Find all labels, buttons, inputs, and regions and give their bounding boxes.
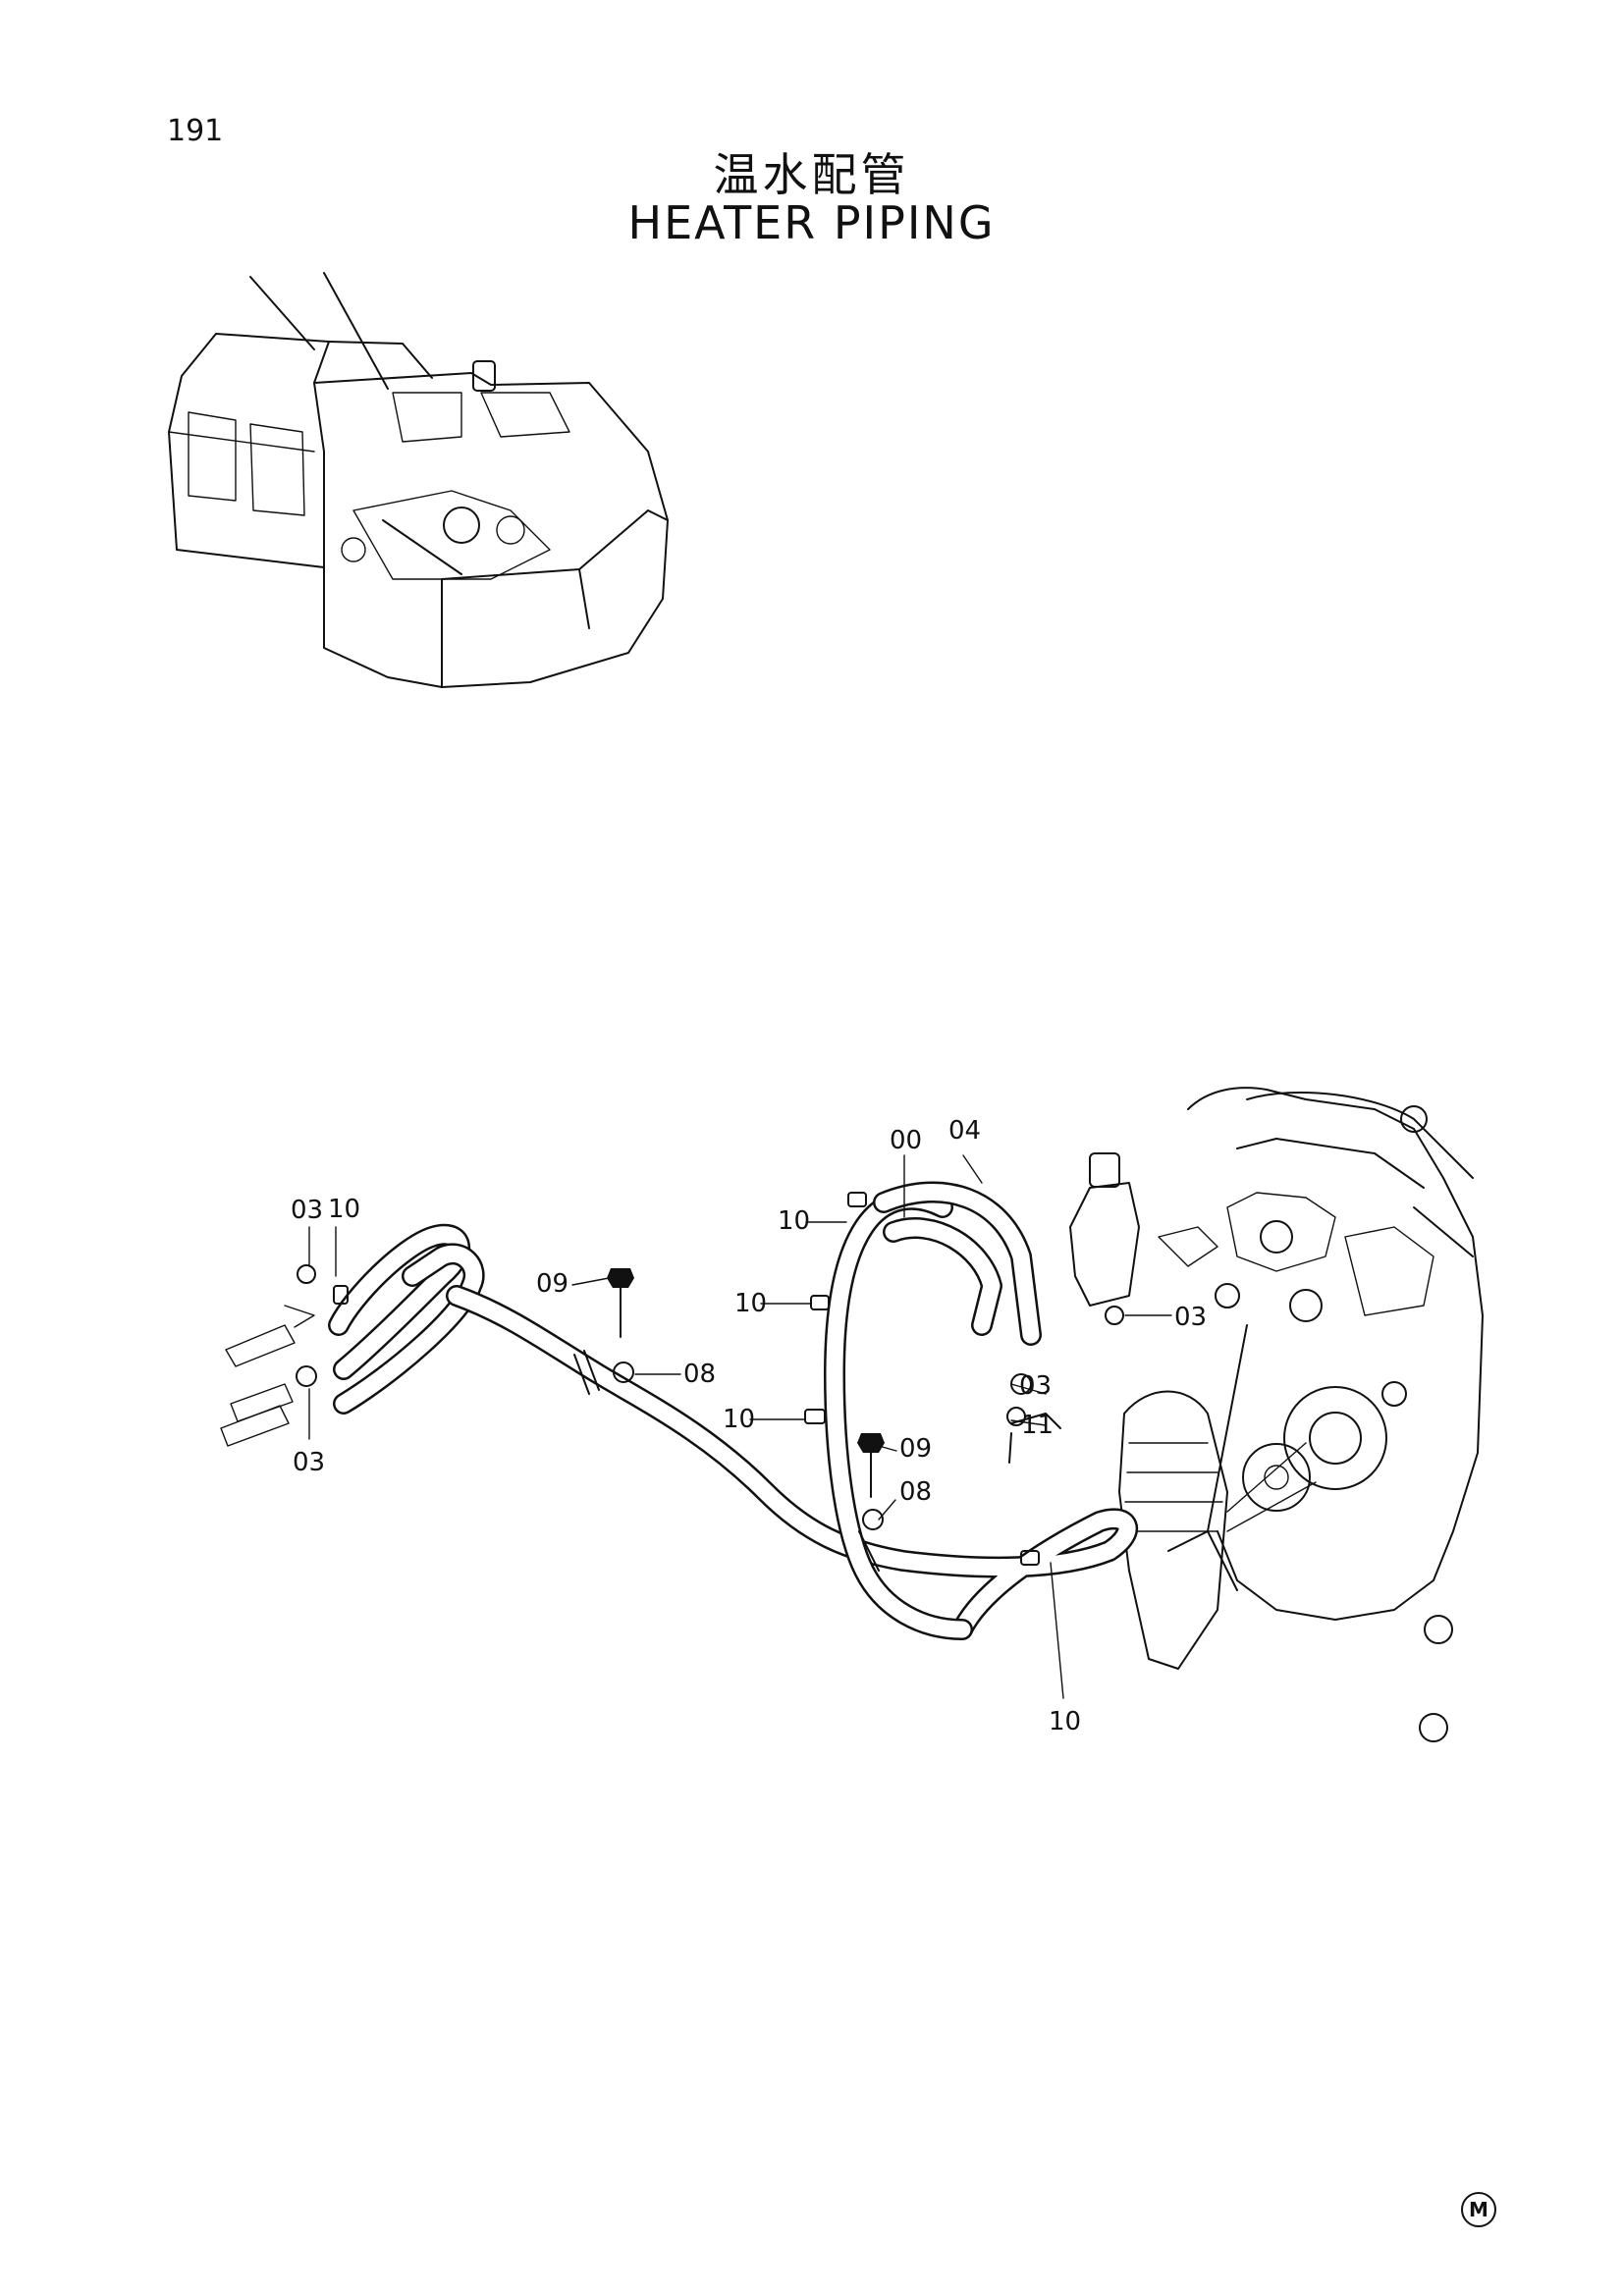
callout-label: 03 — [293, 1448, 325, 1477]
callout-label: 09 — [536, 1269, 568, 1299]
callout-label: 03 — [1174, 1303, 1207, 1332]
small-clamp — [1105, 1306, 1124, 1325]
callout-label: 10 — [1049, 1707, 1081, 1736]
page-number: 191 — [167, 114, 224, 148]
page-title: HEATER PIPING — [627, 196, 996, 249]
fitting — [1006, 1407, 1026, 1426]
small-clamp — [296, 1365, 317, 1387]
callout-label: 09 — [899, 1434, 932, 1464]
callout-label: 03 — [1019, 1371, 1052, 1401]
leader-lines — [308, 1154, 1172, 1699]
small-clamp — [297, 1264, 316, 1284]
callout-label: 04 — [948, 1116, 981, 1146]
engine-assembly — [1069, 1087, 1484, 1742]
manual-mark-symbol: M — [1461, 2192, 1496, 2227]
heater-connection — [220, 1305, 315, 1447]
callout-label: 10 — [328, 1195, 360, 1224]
hose-clamp — [804, 1409, 826, 1424]
hose-clamp — [810, 1295, 830, 1310]
callout-label: 08 — [899, 1477, 932, 1507]
callout-label: 00 — [890, 1126, 922, 1155]
callout-labels: 00 04 10 10 10 10 10 03 03 03 03 09 09 0… — [291, 1116, 1207, 1736]
callout-label: 03 — [291, 1196, 323, 1225]
page-title-japanese: 温水配管 — [713, 148, 910, 201]
hose-clamp — [1020, 1550, 1040, 1566]
washer — [862, 1509, 884, 1530]
heater-hoses — [328, 1181, 1138, 1640]
hose-clamp — [333, 1285, 349, 1305]
excavator-overview-illustration — [168, 272, 669, 688]
hose-clamp — [847, 1192, 867, 1207]
callout-label: 08 — [683, 1360, 716, 1389]
hardware — [296, 1192, 1124, 1572]
callout-label: 10 — [734, 1289, 767, 1318]
bolt — [607, 1268, 634, 1288]
callout-label: 10 — [723, 1405, 755, 1434]
callout-label: 10 — [778, 1206, 810, 1236]
washer — [613, 1362, 634, 1383]
bolt — [857, 1433, 885, 1453]
callout-label: 11 — [1021, 1411, 1054, 1440]
